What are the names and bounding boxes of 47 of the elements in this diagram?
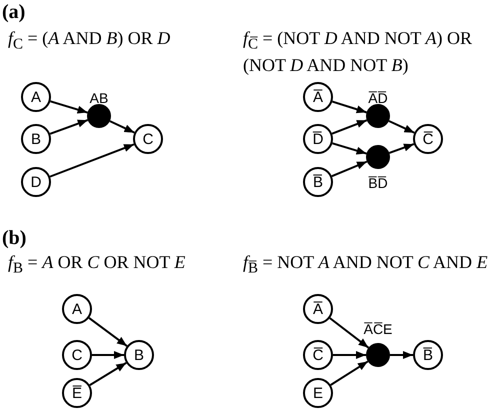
state-circle: B̅ [413,340,443,370]
node-label: AB [90,90,108,106]
state-circle: A̅ [303,82,333,112]
junction-dot [366,145,390,169]
panel-label: (a) [2,2,26,22]
arrow [388,143,414,154]
arrow [331,160,368,178]
arrow [50,143,134,178]
junction-dot [87,104,111,128]
arrow [109,120,135,134]
arrow [329,317,370,348]
state-circle: C [62,340,92,370]
node-label: A̅C̅E [364,321,392,337]
state-circle: B [21,124,51,154]
formula: f$_{B̅}$ = NOT A AND NOT C AND E [243,252,488,279]
node-label: A̅D̅ [368,90,388,106]
formula: f$_{C̅}$ = (NOT D AND NOT A) OR (NOT D AND NOT B) [243,28,474,75]
arrow [333,351,366,359]
arrow [388,120,415,134]
junction-dot [366,104,390,128]
arrow [92,351,124,359]
state-circle: C [133,124,163,154]
arrow [88,317,128,347]
node-label: B̅D̅ [368,175,388,191]
junction-dot [366,343,390,367]
arrow [50,100,88,114]
state-circle: C̅ [303,340,333,370]
state-circle: D [21,167,51,197]
arrow [332,100,367,114]
state-circle: A [21,82,51,112]
panel-label: (b) [2,228,26,248]
state-circle: A̅ [303,294,333,324]
state-circle: B̅ [303,167,333,197]
arrow [330,360,368,386]
state-circle: C̅ [413,124,443,154]
arrow [89,362,127,386]
state-circle: A [62,294,92,324]
state-circle: B [124,340,154,370]
arrow [390,351,413,359]
formula: f$_{C}$ = (A AND B) OR D [8,28,170,55]
arrow [50,119,88,135]
arrow [332,119,368,135]
arrow [332,142,367,154]
formula: f$_{B}$ = A OR C OR NOT E [8,252,186,279]
state-circle: E̅ [62,378,92,408]
state-circle: E [303,378,333,408]
state-circle: D̅ [303,124,333,154]
